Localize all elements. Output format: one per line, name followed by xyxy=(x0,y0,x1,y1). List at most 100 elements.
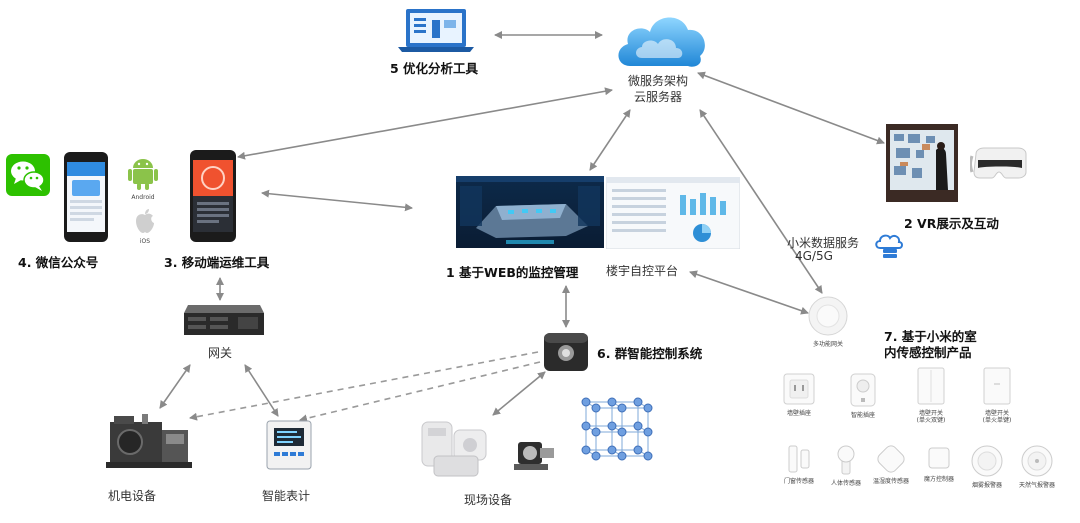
product-item: 温湿度传感器 xyxy=(868,444,914,485)
product-label: 门窗传感器 xyxy=(783,478,814,485)
lattice-node xyxy=(581,421,591,431)
dashed-swarm-meter xyxy=(299,361,541,423)
xiaomi-products-line1: 7. 基于小米的室 xyxy=(884,329,977,344)
lattice-node xyxy=(607,397,617,407)
xiaomi-service-line2: 4G/5G xyxy=(795,249,833,263)
smart-meter-label: 智能表计 xyxy=(262,489,311,503)
wechat-phone-image xyxy=(64,152,108,242)
product-label: 智能插座 xyxy=(850,412,875,419)
vr-headset-icon xyxy=(969,146,1028,182)
product-door-icon xyxy=(776,444,822,478)
lattice-node xyxy=(643,403,653,413)
lattice-node xyxy=(643,427,653,437)
product-item: 门窗传感器 xyxy=(776,444,822,485)
product-item: 人体传感器 xyxy=(823,444,869,487)
swarm-control-node-icon xyxy=(543,332,589,372)
product-socket-icon xyxy=(776,372,822,410)
product-switch2-icon xyxy=(908,366,954,410)
field-sensor-image xyxy=(510,436,556,474)
lattice-node xyxy=(581,397,591,407)
xiaomi-service-line1: 小米数据服务 xyxy=(787,236,860,250)
electromech-label: 机电设备 xyxy=(108,489,157,503)
swarm-label: 6. 群智能控制系统 xyxy=(597,346,703,361)
laptop-icon xyxy=(398,8,474,52)
lattice-network-icon xyxy=(578,392,662,468)
wechat-label: 4. 微信公众号 xyxy=(18,255,99,270)
product-label: 天然气报警器 xyxy=(1018,482,1055,489)
arrow-cloud-mobile xyxy=(237,87,613,160)
arrow-cloud-hub xyxy=(699,109,823,294)
lattice-node xyxy=(607,445,617,455)
analysis-tool-label: 5 优化分析工具 xyxy=(390,61,479,76)
ios-text: iOS xyxy=(139,238,151,245)
product-smoke-icon xyxy=(964,444,1010,482)
multifunction-gateway-device xyxy=(808,296,848,336)
lattice-node xyxy=(617,451,627,461)
product-item: 智能插座 xyxy=(840,372,886,419)
product-label: 温湿度传感器 xyxy=(872,478,909,485)
android-text: Android xyxy=(131,194,155,201)
cloud-icon xyxy=(618,17,705,67)
product-plug-icon xyxy=(840,372,886,412)
xiaomi-products-line2: 内传感控制产品 xyxy=(884,345,972,360)
multifunction-gateway-caption: 多功能网关 xyxy=(812,341,843,348)
lattice-node xyxy=(591,451,601,461)
lattice-node xyxy=(633,445,643,455)
product-switch1-icon xyxy=(974,366,1020,410)
mobile-ops-label: 3. 移动端运维工具 xyxy=(164,255,270,270)
building-platform-label: 楼宇自控平台 xyxy=(606,264,679,278)
web-monitor-label: 1 基于WEB的监控管理 xyxy=(446,265,579,280)
arrow-cloud-vr xyxy=(697,71,885,145)
cloud-label-line1: 微服务架构 xyxy=(628,74,689,88)
apple-icon xyxy=(134,208,156,234)
lattice-node xyxy=(633,397,643,407)
product-label: 墙壁插座 xyxy=(786,410,811,417)
product-gas-icon xyxy=(1014,444,1060,482)
product-label: 人体传感器 xyxy=(830,480,861,487)
gateway-label: 网关 xyxy=(208,346,233,360)
gateway-server-icon xyxy=(182,303,264,337)
field-robot-image xyxy=(416,416,496,484)
cloud-label-line2: 云服务器 xyxy=(634,90,683,104)
cloud-database-icon xyxy=(874,232,904,262)
product-item: 墙壁开关 (单火单键) xyxy=(974,366,1020,424)
electromech-equipment-image xyxy=(106,412,192,470)
arrow-swarm-field xyxy=(492,371,546,416)
product-motion-icon xyxy=(823,444,869,480)
lattice-node xyxy=(643,451,653,461)
vr-wall-image xyxy=(886,124,958,202)
lattice-node xyxy=(633,421,643,431)
mobile-ops-phone-image xyxy=(190,150,236,242)
product-label: 墙壁开关 (单火双键) xyxy=(916,410,946,424)
cloud-server-node xyxy=(612,8,712,70)
lattice-node xyxy=(617,403,627,413)
wechat-icon xyxy=(6,154,50,196)
lattice-node xyxy=(617,427,627,437)
dashed-swarm-electromech xyxy=(189,351,539,421)
product-item: 墙壁开关 (单火双键) xyxy=(908,366,954,424)
arrow-platform-hub xyxy=(689,270,809,315)
product-item: 烟雾报警器 xyxy=(964,444,1010,489)
product-item: 魔方控制器 xyxy=(916,444,962,483)
smart-meter-image xyxy=(266,420,312,470)
vr-label: 2 VR展示及互动 xyxy=(904,216,999,231)
lattice-node xyxy=(591,403,601,413)
product-cube-icon xyxy=(916,444,962,476)
arrow-gateway-meter xyxy=(244,364,279,417)
product-item: 天然气报警器 xyxy=(1014,444,1060,489)
building-platform-screenshot xyxy=(605,176,741,250)
arrow-mobile-web xyxy=(261,189,413,212)
field-devices-label: 现场设备 xyxy=(464,493,513,507)
product-label: 魔方控制器 xyxy=(923,476,954,483)
arrow-gateway-electromech xyxy=(159,364,191,409)
lattice-node xyxy=(591,427,601,437)
web-monitor-screenshot xyxy=(456,176,604,248)
arrow-cloud-web xyxy=(589,109,631,171)
product-item: 墙壁插座 xyxy=(776,372,822,417)
lattice-node xyxy=(581,445,591,455)
product-label: 烟雾报警器 xyxy=(971,482,1002,489)
product-temp-icon xyxy=(868,444,914,478)
lattice-node xyxy=(607,421,617,431)
android-icon xyxy=(128,156,158,190)
